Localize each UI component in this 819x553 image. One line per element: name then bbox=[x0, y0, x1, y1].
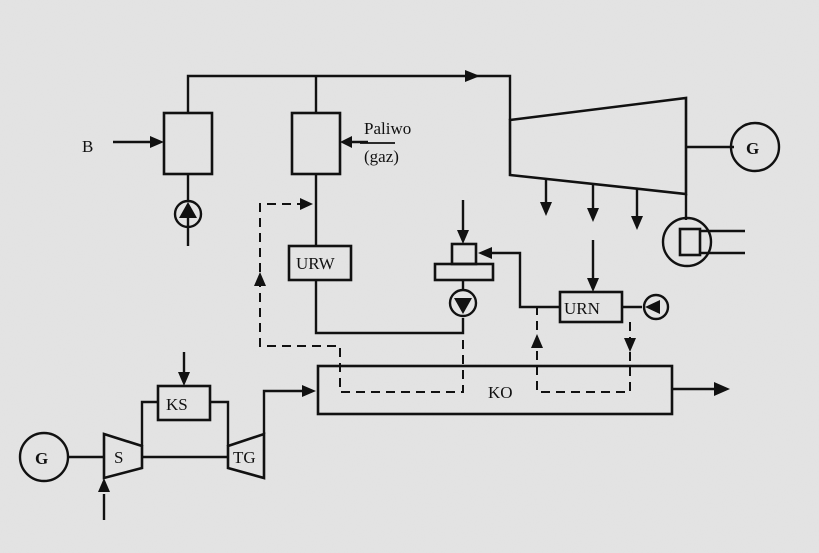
gas-generator-icon bbox=[18, 431, 70, 483]
steam-flow-arrow bbox=[465, 70, 480, 82]
boiler-2: Paliwo (gaz) bbox=[290, 111, 411, 246]
feed-pump-2-icon bbox=[448, 288, 478, 318]
dashed-loop-right bbox=[531, 306, 636, 393]
fuel-input-arrow bbox=[340, 136, 352, 148]
ks-label: KS bbox=[166, 395, 188, 414]
exhaust-to-ko-arrow bbox=[302, 385, 316, 397]
exhaust-outlet-arrow bbox=[714, 382, 730, 396]
deaerator-inlet-arrow bbox=[457, 230, 469, 244]
dashed-loop-left bbox=[254, 198, 464, 393]
main-generator-label: G bbox=[746, 139, 759, 158]
fuel-label-line2: (gaz) bbox=[364, 147, 399, 166]
compressor-air-arrow bbox=[98, 478, 110, 492]
urn-unit: URN bbox=[558, 240, 670, 324]
condensate-pump-icon bbox=[642, 293, 670, 321]
gas-turbine-label: TG bbox=[233, 448, 256, 467]
deaerator-return-arrow bbox=[478, 247, 492, 259]
fuel-label-line1: Paliwo bbox=[364, 119, 411, 138]
boiler-1: B bbox=[82, 111, 214, 246]
gas-generator-label: G bbox=[35, 449, 48, 468]
main-generator: G bbox=[729, 121, 781, 173]
ks-fuel-arrow bbox=[178, 372, 190, 386]
condenser-icon bbox=[661, 216, 713, 268]
urn-label: URN bbox=[564, 299, 600, 318]
urw-label: URW bbox=[296, 254, 336, 273]
gas-turbine-set: KS S TG bbox=[68, 352, 316, 520]
main-generator-icon bbox=[729, 121, 781, 173]
steam-header bbox=[186, 70, 512, 120]
ko-unit: KO bbox=[316, 364, 730, 416]
urw-unit: URW bbox=[287, 244, 465, 335]
deaerator bbox=[433, 200, 560, 318]
compressor-label: S bbox=[114, 448, 123, 467]
air-input-label: B bbox=[82, 137, 93, 156]
ko-label: KO bbox=[488, 383, 513, 402]
condenser bbox=[661, 194, 745, 268]
air-input-arrow bbox=[150, 136, 164, 148]
gas-generator: G bbox=[18, 431, 70, 483]
